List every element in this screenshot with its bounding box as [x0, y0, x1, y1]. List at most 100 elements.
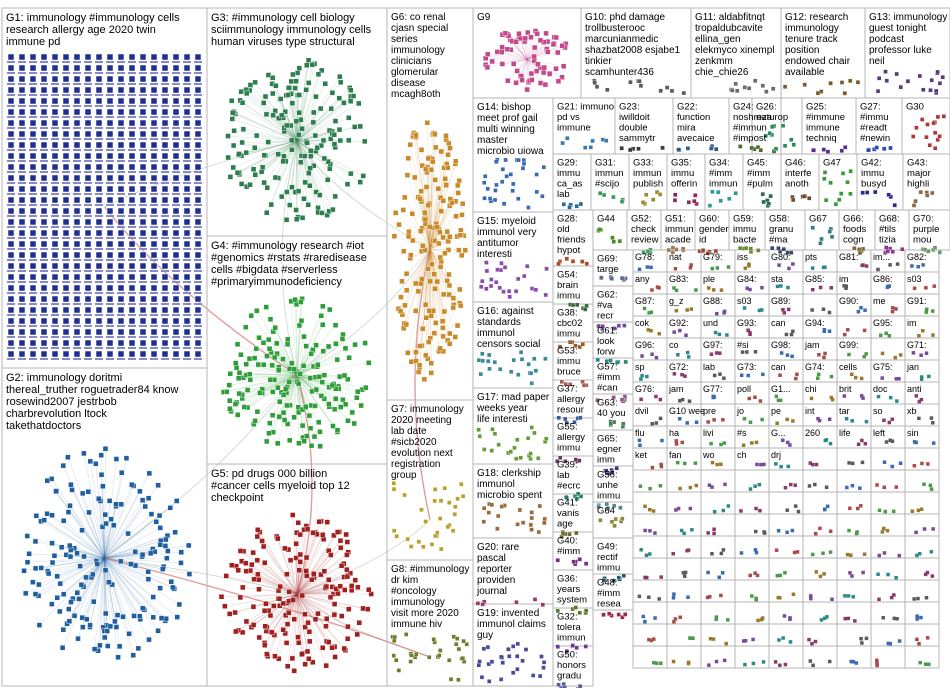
group-label-g70: G70:purplemou — [913, 214, 939, 246]
small-cluster-label: jam — [804, 340, 820, 350]
small-cluster-label: flu — [635, 428, 645, 438]
group-nodes-g42 — [861, 190, 897, 207]
small-cluster-label: wo — [702, 450, 715, 460]
group-label-g26: G26:naturop — [756, 102, 788, 124]
group-nodes-g48 — [602, 612, 628, 620]
group-label-g11: G11: aldabfitnqttropaldubcaviteellina_ge… — [695, 12, 774, 78]
group-label-g41: G41:vanisage — [557, 498, 579, 530]
small-cluster-label: G85: — [805, 274, 825, 284]
small-cluster-box — [905, 646, 939, 668]
group-label-g44: G44 — [597, 214, 615, 225]
small-cluster-box — [701, 470, 735, 492]
group-nodes-g28 — [556, 257, 588, 266]
small-cluster-box — [769, 558, 803, 580]
group-label-g57: G57:#imm#can — [597, 362, 620, 394]
group-nodes-g29 — [562, 202, 583, 209]
group-label-g36: G36:yearssystem — [557, 574, 587, 606]
small-cluster-label: int — [805, 406, 815, 416]
small-cluster-label: G93: — [737, 318, 757, 328]
small-cluster-label: sta — [771, 274, 783, 284]
group-label-g29: G29:immuca_aslab — [557, 158, 583, 201]
small-cluster-box — [837, 316, 871, 338]
group-nodes-g35 — [673, 193, 699, 206]
group-nodes-g31 — [598, 191, 625, 203]
small-cluster-label: G74: — [805, 362, 825, 372]
group-label-g64: G64 — [597, 506, 615, 517]
group-nodes-g44 — [596, 227, 621, 243]
small-cluster-label: any — [635, 274, 650, 284]
group-label-g52: G52:checkreview — [631, 214, 659, 246]
group-label-g15: G15: myeloidimmunol veryantitumorinteres… — [477, 216, 536, 260]
small-cluster-box — [667, 646, 701, 668]
small-cluster-box — [871, 602, 905, 624]
small-cluster-box — [667, 492, 701, 514]
small-cluster-label: G84: — [737, 274, 757, 284]
group-label-g47: G47 — [823, 158, 841, 169]
small-cluster-label: left — [873, 428, 886, 438]
group-nodes-g22 — [677, 144, 719, 152]
group-nodes-g15 — [479, 261, 548, 299]
small-cluster-box — [803, 536, 837, 558]
group-nodes-g8 — [391, 632, 469, 681]
small-cluster-label: lab — [703, 362, 715, 372]
group-label-g39: G39:lab#ecrc — [557, 460, 580, 492]
small-cluster-label: sin — [907, 428, 919, 438]
group-label-g27: G27:#immu#readt#newin — [860, 102, 890, 145]
group-nodes-g43 — [912, 190, 934, 207]
group-nodes-g17 — [477, 426, 549, 461]
small-cluster-label: G94: — [805, 318, 825, 328]
small-cluster-box — [905, 602, 939, 624]
small-cluster-box — [803, 448, 837, 470]
small-cluster-label: G98: — [771, 340, 791, 350]
small-cluster-label: G76: — [635, 384, 655, 394]
small-cluster-box — [701, 602, 735, 624]
group-nodes-g40 — [556, 557, 588, 566]
small-cluster-label: G80: — [771, 252, 791, 262]
small-cluster-box — [769, 580, 803, 602]
small-cluster-label: G10 wee — [669, 406, 705, 416]
group-nodes-g64 — [598, 517, 624, 528]
small-cluster-label: G73: — [737, 362, 757, 372]
small-cluster-label: im — [839, 274, 849, 284]
small-cluster-box — [667, 602, 701, 624]
small-cluster-label: g_z — [669, 296, 684, 306]
small-cluster-label: #s — [737, 428, 747, 438]
group-nodes-g19 — [477, 642, 546, 683]
small-cluster-label: G96: — [635, 340, 655, 350]
small-cluster-label: 260 — [805, 428, 820, 438]
small-cluster-label: life — [839, 428, 851, 438]
group-label-g69: G69:targe — [597, 254, 619, 276]
small-cluster-label: dvil — [635, 406, 649, 416]
group-label-g16: G16: againststandardsimmunolcensors soci… — [477, 306, 540, 350]
group-nodes-g7 — [392, 481, 465, 551]
group-label-g5: G5: pd drugs 000 billion#cancer cells my… — [211, 468, 350, 504]
group-label-g4: G4: #immunology research #iot#genomics #… — [211, 240, 367, 288]
small-cluster-box — [735, 624, 769, 646]
small-cluster-label: G71: — [907, 340, 927, 350]
group-label-g9: G9 — [477, 12, 491, 23]
group-nodes-g18 — [482, 502, 547, 534]
small-cluster-box — [735, 602, 769, 624]
group-label-g21: G21: immunopd vsimmune — [557, 102, 614, 134]
small-cluster-label: jo — [736, 406, 744, 416]
small-cluster-box — [837, 558, 871, 580]
small-cluster-label: im... — [873, 252, 890, 262]
group-nodes-g63 — [608, 420, 625, 429]
group-label-g62: G62:#varecr — [597, 290, 618, 322]
group-nodes-g11 — [729, 79, 775, 94]
group-label-g37: G37:allergyresour — [557, 384, 585, 416]
small-cluster-box — [837, 514, 871, 536]
small-cluster-label: doc — [873, 384, 888, 394]
small-cluster-label: G90: — [839, 296, 859, 306]
small-cluster-box — [769, 602, 803, 624]
small-cluster-label: sp — [635, 362, 645, 372]
small-cluster-box — [735, 558, 769, 580]
small-cluster-label: ha — [669, 428, 679, 438]
